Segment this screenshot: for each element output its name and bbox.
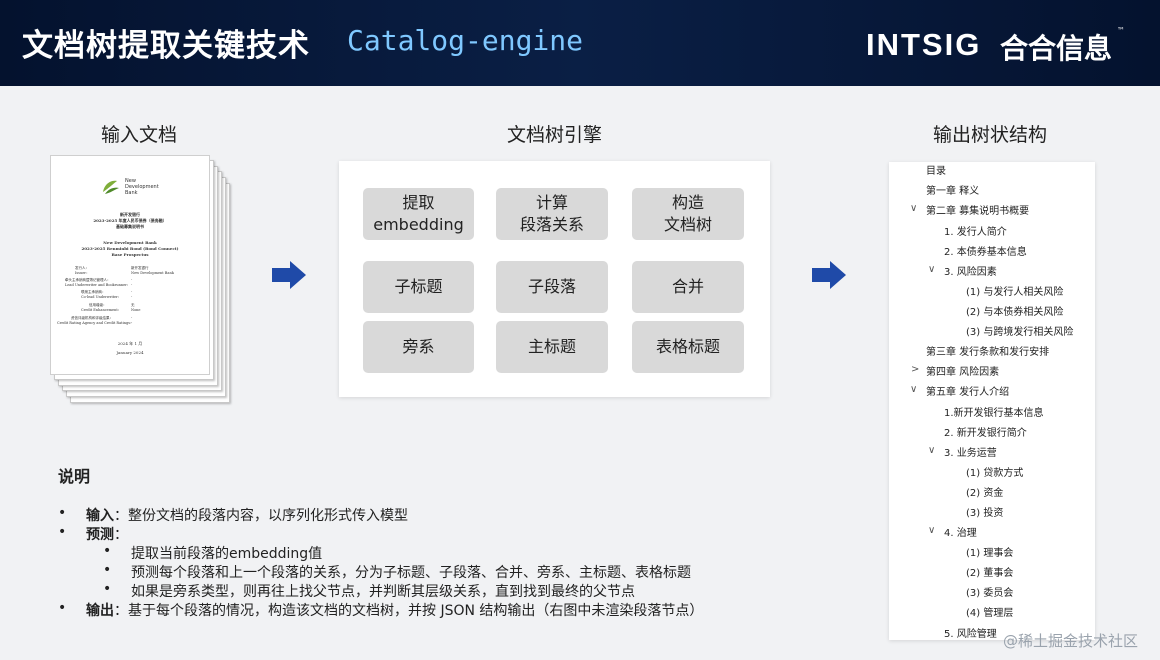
doc-kv-value: - xyxy=(131,321,133,325)
document-stack: New Development Bank 新开发银行 2023-2025 年度人… xyxy=(50,155,230,405)
tree-panel: 目录 第一章 释义 ∨ 第二章 募集说明书概要 1. 发行人简介 2. 本债券基… xyxy=(889,162,1095,640)
tree-item[interactable]: 第四章 风险因素 xyxy=(926,367,1000,378)
chevron-down-icon[interactable]: ∨ xyxy=(928,445,936,456)
arrow-right-icon xyxy=(812,261,846,289)
note-item-predict: •预测： xyxy=(58,524,128,543)
bullet-icon: • xyxy=(58,505,67,521)
doc-date: 2024 年 1 月 xyxy=(117,341,143,346)
note-subitem: •提取当前段落的embedding值 xyxy=(103,543,323,562)
doc-kv-key: 信用增级： xyxy=(89,303,107,307)
tree-item[interactable]: (2) 与本债券相关风险 xyxy=(966,307,1064,318)
tree-item[interactable]: 第五章 发行人介绍 xyxy=(926,387,1010,398)
bullet-icon: • xyxy=(58,600,67,616)
tree-item[interactable]: (3) 与跨境发行相关风险 xyxy=(966,327,1074,338)
doc-line: 新开发银行 xyxy=(120,212,140,217)
output-label: 输出树状结构 xyxy=(933,124,1048,146)
tree-item[interactable]: 3. 风险因素 xyxy=(944,267,997,278)
doc-kv-value: 无 xyxy=(131,303,135,307)
tree-item[interactable]: 第二章 募集说明书概要 xyxy=(926,206,1030,217)
tree-item[interactable]: (3) 委员会 xyxy=(966,588,1014,599)
extract-embedding-button[interactable]: 提取 embedding xyxy=(363,188,474,240)
doc-date-en: January 2024 xyxy=(116,350,144,355)
tree-item[interactable]: 2. 新开发银行简介 xyxy=(944,428,1027,439)
note-subitem: •预测每个段落和上一个段落的关系，分为子标题、子段落、合并、旁系、主标题、表格标… xyxy=(103,562,691,581)
page-title: 文档树提取关键技术 xyxy=(22,28,310,64)
doc-kv-key: Credit Enhancement： xyxy=(81,308,122,312)
arrow-right-icon xyxy=(272,261,306,289)
doc-kv-value: - xyxy=(131,283,133,287)
doc-kv-key: Credit Rating Agency and Credit Ratings： xyxy=(57,321,134,325)
doc-kv-key: Lead Underwriter and Bookrunner： xyxy=(65,283,131,287)
doc-kv-key: 资信评级机构和评级结果： xyxy=(71,316,113,320)
table-title-class-button[interactable]: 表格标题 xyxy=(632,321,744,373)
main-title-class-button[interactable]: 主标题 xyxy=(496,321,608,373)
tree-item[interactable]: (1) 理事会 xyxy=(966,548,1014,559)
tree-item[interactable]: 1.新开发银行基本信息 xyxy=(944,408,1044,419)
doc-kv-key: 牵头主承销商暨簿记管理人： xyxy=(65,278,111,282)
doc-kv-value: - xyxy=(131,290,133,294)
tree-item[interactable]: 第三章 发行条款和发行安排 xyxy=(926,347,1050,358)
chevron-down-icon[interactable]: ∨ xyxy=(928,525,936,536)
subtitle-class-button[interactable]: 子标题 xyxy=(363,261,474,313)
doc-kv-value: 新开发银行 xyxy=(131,266,149,270)
compute-relation-button[interactable]: 计算 段落关系 xyxy=(496,188,608,240)
tree-item[interactable]: (1) 贷款方式 xyxy=(966,468,1024,479)
tree-item[interactable]: (4) 管理层 xyxy=(966,608,1014,619)
doc-line: 基础募集说明书 xyxy=(116,224,144,229)
doc-line: 2023-2025 Renminbi Bond (Bond Connect) xyxy=(81,246,179,251)
doc-line: Base Prospectus xyxy=(111,252,149,257)
tree-item[interactable]: 3. 业务运营 xyxy=(944,448,997,459)
doc-kv-key: 发行人： xyxy=(75,266,89,270)
build-tree-button[interactable]: 构造 文档树 xyxy=(632,188,744,240)
tree-item[interactable]: 1. 发行人简介 xyxy=(944,227,1007,238)
page-subtitle: Catalog-engine xyxy=(347,24,584,57)
chevron-down-icon[interactable]: ∨ xyxy=(910,203,918,214)
trademark-mark: ™ xyxy=(1117,26,1125,35)
tree-item[interactable]: 2. 本债券基本信息 xyxy=(944,247,1027,258)
tree-item[interactable]: (2) 董事会 xyxy=(966,568,1014,579)
doc-kv-value: None xyxy=(131,308,141,312)
subparagraph-class-button[interactable]: 子段落 xyxy=(496,261,608,313)
tree-item[interactable]: 4. 治理 xyxy=(944,528,977,539)
watermark: @稀土掘金技术社区 xyxy=(1003,632,1139,650)
doc-line: New Development Bank xyxy=(103,240,157,245)
merge-class-button[interactable]: 合并 xyxy=(632,261,744,313)
doc-line: 2023-2025 年度人民币债券（债务融） xyxy=(93,218,167,223)
bullet-icon: • xyxy=(58,524,67,540)
tree-item[interactable]: 目录 xyxy=(926,166,946,177)
sibling-class-button[interactable]: 旁系 xyxy=(363,321,474,373)
tree-item[interactable]: 5. 风险管理 xyxy=(944,629,997,640)
engine-label: 文档树引擎 xyxy=(507,124,603,146)
header-bar: 文档树提取关键技术 Catalog-engine INTSIG 合合信息 ™ xyxy=(0,0,1160,86)
chevron-down-icon[interactable]: ∨ xyxy=(910,384,918,395)
doc-kv-value: - xyxy=(131,295,133,299)
doc-kv-key: Issuer： xyxy=(75,271,90,275)
doc-kv-key: Co-lead Underwriter： xyxy=(81,295,122,299)
engine-panel: 提取 embedding 计算 段落关系 构造 文档树 子标题 子段落 合并 旁… xyxy=(339,161,770,397)
note-subitem: •如果是旁系类型，则再往上找父节点，并判断其层级关系，直到找到最终的父节点 xyxy=(103,581,635,600)
input-doc-label: 输入文档 xyxy=(101,124,178,146)
notes-title: 说明 xyxy=(58,467,91,486)
chevron-down-icon[interactable]: ∨ xyxy=(928,264,936,275)
bullet-icon: • xyxy=(103,562,112,578)
bank-name: New Development Bank xyxy=(125,178,159,196)
ndb-logo-icon xyxy=(103,180,119,194)
note-item-input: •输入：整份文档的段落内容，以序列化形式传入模型 xyxy=(58,505,408,524)
note-item-output: •输出：基于每个段落的情况，构造该文档的文档树，并按 JSON 结构输出（右图中… xyxy=(58,600,704,619)
chevron-right-icon[interactable]: > xyxy=(911,364,920,375)
doc-kv-value: - xyxy=(131,316,133,320)
intsig-logo: INTSIG xyxy=(866,27,982,62)
doc-kv-value: - xyxy=(131,278,133,282)
tree-item[interactable]: (1) 与发行人相关风险 xyxy=(966,287,1064,298)
document-front-page: New Development Bank 新开发银行 2023-2025 年度人… xyxy=(50,155,210,375)
doc-kv-value: New Development Bank xyxy=(131,271,174,275)
tree-item[interactable]: 第一章 释义 xyxy=(926,186,980,197)
doc-kv-key: 联席主承销商： xyxy=(81,290,106,294)
tree-item[interactable]: (2) 资金 xyxy=(966,488,1004,499)
intsig-logo-cn: 合合信息 xyxy=(1000,32,1113,65)
bullet-icon: • xyxy=(103,581,112,597)
bullet-icon: • xyxy=(103,543,112,559)
tree-item[interactable]: (3) 投资 xyxy=(966,508,1004,519)
